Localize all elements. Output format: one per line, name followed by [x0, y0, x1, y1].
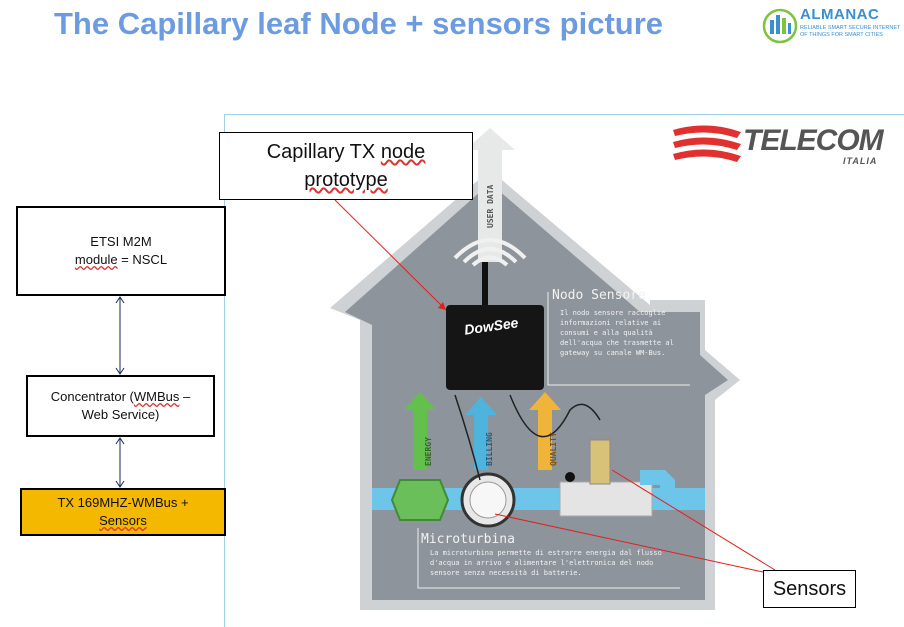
nodo-info-frame [547, 292, 690, 386]
sensor-unit [559, 481, 653, 517]
etsi-line2: module = NSCL [75, 251, 167, 269]
etsi-nscl: = NSCL [117, 252, 168, 267]
microturbina-body: La microturbina permette di estrarre ene… [430, 549, 662, 577]
telecom-waves-icon [673, 125, 741, 162]
almanac-tagline-line1: RELIABLE SMART SECURE INTERNET [800, 25, 901, 31]
quality-label: QUALITY [549, 432, 558, 466]
microturbina-title: Microturbina [421, 532, 515, 547]
almanac-tagline: RELIABLE SMART SECURE INTERNET OF THINGS… [800, 25, 900, 38]
almanac-tagline-line2: OF THINGS FOR SMART CITIES [800, 31, 883, 38]
billing-label: BILLING [485, 432, 494, 466]
dowsee-device [446, 305, 544, 390]
tx-sensors-block: TX 169MHZ-WMBus + Sensors [20, 488, 226, 536]
conc-wmbus-word: WMBus [133, 389, 180, 404]
user-data-arrow [465, 128, 515, 262]
sensors-pointer-meter [494, 513, 764, 573]
antenna [482, 262, 488, 310]
telecom-name: TELECOM [743, 124, 884, 157]
link-etsi-conc-arrow-down [115, 367, 125, 375]
nodo-sensore-title: Nodo Sensore [552, 288, 646, 303]
node-cable [454, 394, 481, 481]
etsi-m2m-block: ETSI M2M module = NSCL [16, 206, 226, 296]
water-pipe-right [650, 488, 705, 510]
almanac-city-icon [762, 8, 798, 44]
capillary-callout: Capillary TX node prototype [219, 132, 473, 200]
micro-info-frame [417, 528, 680, 589]
energy-arrow [404, 392, 436, 470]
conc-dash: – [179, 389, 191, 404]
link-conc-tx-arrow-up [115, 437, 125, 445]
link-etsi-conc-arrow-up [115, 296, 125, 304]
sensor-probe [589, 439, 611, 485]
capillary-pointer [334, 199, 447, 311]
capillary-line2: prototype [304, 169, 388, 191]
capillary-node-word: node [380, 141, 426, 163]
capillary-line1: Capillary TX node [220, 138, 472, 166]
page-title: The Capillary leaf Node + sensors pictur… [54, 6, 664, 41]
conc-line2: Web Service) [81, 407, 160, 422]
user-data-label: USER DATA [486, 184, 495, 228]
conc-line1: Concentrator (WMBus – [51, 388, 190, 406]
etsi-module-word: module [74, 252, 118, 267]
energy-label: ENERGY [424, 437, 433, 466]
capillary-line1-start: Capillary TX [266, 141, 381, 163]
wifi-signal-icon [453, 238, 527, 267]
tx-line1: TX 169MHZ-WMBus + [57, 495, 189, 510]
sensors-callout: Sensors [763, 570, 856, 608]
faucet-icon [640, 470, 675, 500]
telecom-sub: ITALIA [843, 156, 878, 166]
conc-line1-start: Concentrator ( [50, 389, 134, 404]
frame-top-line [224, 114, 904, 115]
tx-line2: Sensors [99, 513, 147, 528]
almanac-logo: ALMANAC RELIABLE SMART SECURE INTERNET O… [762, 6, 900, 46]
etsi-line1: ETSI M2M [90, 234, 152, 249]
sensor-connector [565, 472, 575, 482]
water-meter-dial [469, 481, 507, 519]
telecom-logo: TELECOM ITALIA [671, 122, 886, 170]
sensors-pointer-probe [611, 469, 776, 571]
almanac-name: ALMANAC [800, 6, 880, 23]
nodo-sensore-body: Il nodo sensore raccoglie informazioni r… [560, 309, 674, 357]
frame-left-line [224, 114, 225, 627]
link-conc-tx-arrow-down [115, 480, 125, 488]
billing-arrow [465, 397, 497, 470]
concentrator-block: Concentrator (WMBus – Web Service) [26, 375, 215, 437]
capillary-pointer-head [438, 302, 446, 310]
microturbine [390, 479, 450, 521]
sensor-cable [509, 394, 601, 438]
quality-arrow [529, 392, 561, 470]
